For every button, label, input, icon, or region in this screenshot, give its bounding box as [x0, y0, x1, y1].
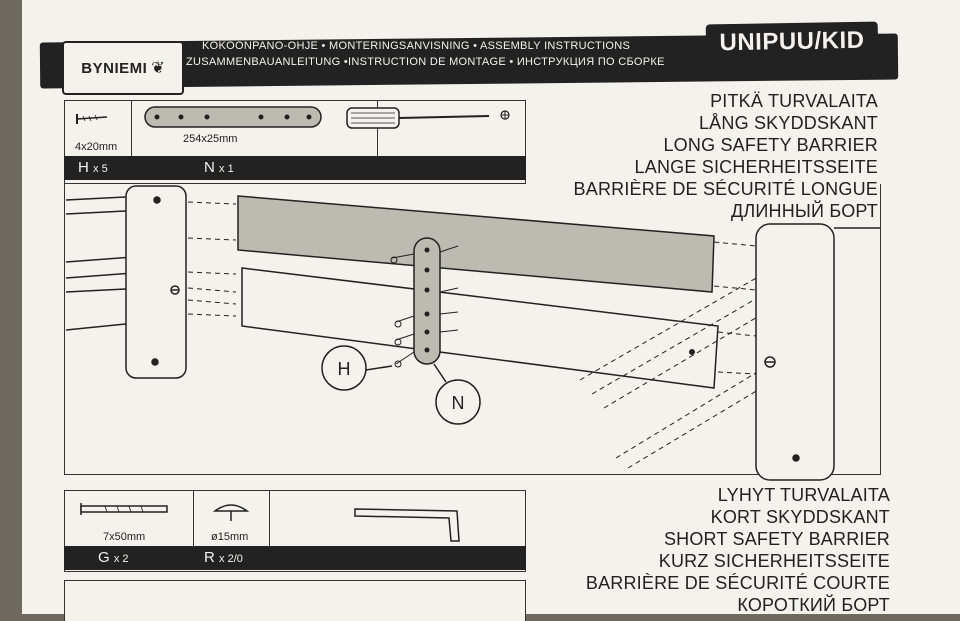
header-languages-line-1: KOKOONPANO-OHJE • MONTERINGSANVISNING • … [202, 40, 631, 52]
parts-top-drawings [76, 106, 510, 129]
long-barrier-titles: PITKÄ TURVALAITA LÅNG SKYDDSKANT LONG SA… [574, 90, 878, 222]
long-title-fi: PITKÄ TURVALAITA [710, 91, 878, 111]
long-title-fr: BARRIÈRE DE SÉCURITÉ LONGUE [573, 179, 878, 199]
cap-icon [212, 504, 250, 521]
long-title-de: LANGE SICHERHEITSSEITE [634, 157, 878, 177]
part-n-letter: N [204, 159, 215, 176]
part-bolt-cell [65, 491, 194, 547]
connector-lines-left [187, 201, 237, 317]
parts-box-next [64, 580, 526, 621]
long-title-en: LONG SAFETY BARRIER [663, 135, 878, 155]
connecting-plate [413, 237, 441, 365]
screw-icon [76, 114, 108, 124]
part-r-letter: R [204, 549, 215, 566]
screw-callouts [390, 245, 459, 368]
parts-quantity-bar-top: H x 5 N x 1 [64, 156, 526, 180]
leaf-icon: ❦ [151, 60, 165, 77]
short-title-en: SHORT SAFETY BARRIER [663, 529, 890, 549]
long-title-sv: LÅNG SKYDDSKANT [698, 113, 878, 133]
bolt-dimension: 7x50mm [103, 531, 146, 543]
part-n-count: x 1 [219, 163, 234, 175]
part-r-count: x 2/0 [219, 553, 243, 565]
part-r-quantity: R x 2/0 [204, 549, 243, 566]
part-n-quantity: N x 1 [204, 159, 234, 176]
part-h-quantity: H x 5 [78, 159, 108, 176]
long-title-ru: ДЛИННЫЙ БОРТ [730, 201, 878, 221]
part-g-count: x 2 [113, 553, 129, 565]
short-title-de: KURZ SICHERHEITSSEITE [658, 551, 890, 571]
short-title-sv: KORT SKYDDSKANT [710, 507, 890, 527]
parts-quantity-bar-bottom: G x 2 R x 2/0 [64, 546, 526, 570]
label-n-circle [433, 363, 481, 425]
allen-key-icon [354, 508, 460, 542]
logo-text: BYNIEMI [81, 59, 148, 77]
long-board-top [237, 195, 715, 293]
label-h: H [338, 359, 351, 379]
short-title-fi: LYHYT TURVALAITA [717, 485, 890, 505]
plate-dimension: 254x25mm [183, 133, 238, 145]
right-bed-end [755, 223, 880, 481]
short-title-ru: КОРОТКИЙ БОРТ [737, 595, 890, 615]
short-barrier-titles: LYHYT TURVALAITA KORT SKYDDSKANT SHORT S… [586, 484, 890, 616]
parts-bottom-drawings [80, 503, 460, 542]
plate-icon [144, 106, 322, 128]
label-h-circle [321, 345, 393, 391]
screw-dimension: 4x20mm [75, 141, 118, 153]
label-n: N [452, 393, 465, 413]
screwdriver-icon [346, 107, 510, 129]
brand-logo: BYNIEMI ❦ [62, 41, 184, 95]
part-h-count: x 5 [93, 163, 108, 175]
bolt-icon [80, 503, 168, 515]
part-g-quantity: G x 2 [98, 549, 129, 566]
diagram-frame-left [64, 184, 529, 475]
left-bed-end [65, 185, 187, 379]
part-cap-cell [193, 491, 270, 547]
diagram-frame-right [528, 184, 881, 475]
short-title-fr: BARRIÈRE DE SÉCURITÉ COURTE [585, 573, 890, 593]
part-g-letter: G [98, 549, 110, 566]
part-plate-cell [131, 101, 378, 157]
long-board-bottom [241, 267, 719, 389]
part-h-letter: H [78, 159, 89, 176]
part-screw-cell [65, 101, 132, 157]
header-languages-line-2: ZUSAMMENBAUANLEITUNG •INSTRUCTION DE MON… [186, 56, 665, 68]
cap-dimension: ø15mm [211, 531, 249, 543]
